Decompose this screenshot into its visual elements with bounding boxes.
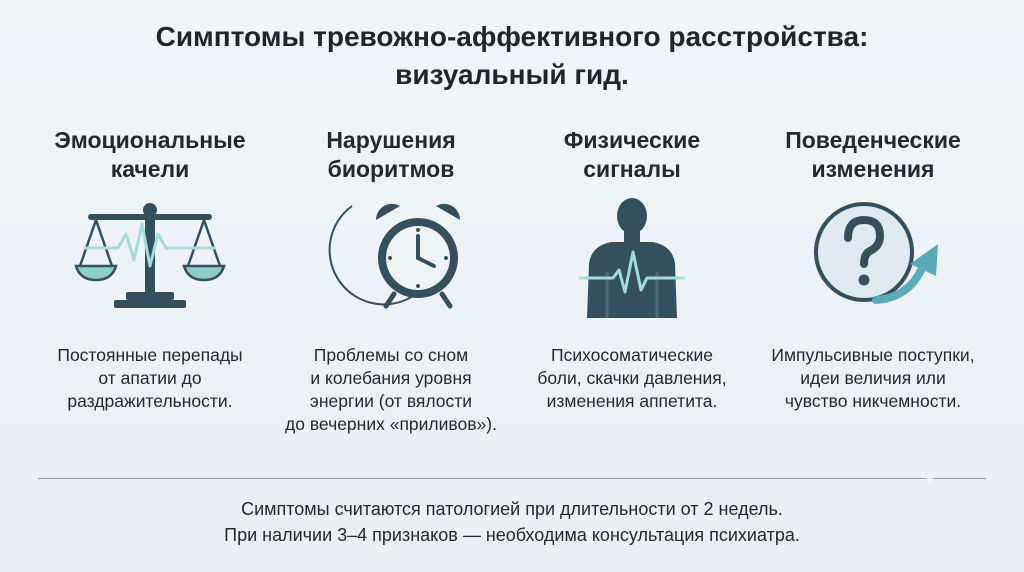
footer-note: Симптомы считаются патологией при длител…: [0, 496, 1024, 548]
symptom-card-behavioral: Поведенческие изменения Импульсивные пос…: [753, 126, 993, 411]
divider: [38, 478, 986, 479]
footer-line-1: Симптомы считаются патологией при длител…: [241, 499, 783, 519]
body-heartbeat-icon: [512, 194, 752, 334]
question-arrow-icon: [753, 194, 993, 334]
card-description: Импульсивные поступки, идеи величия или …: [771, 345, 975, 411]
balance-scale-pulse-icon: [30, 194, 270, 334]
card-title: Нарушения биоритмов: [326, 127, 456, 182]
card-title: Эмоциональные качели: [54, 127, 246, 182]
footer-line-2: При наличии 3–4 признаков — необходима к…: [224, 525, 800, 545]
title-line-1: Симптомы тревожно-аффективного расстройс…: [155, 21, 869, 52]
card-description: Постоянные перепады от апатии до раздраж…: [57, 345, 243, 411]
symptom-card-physical: Физические сигналы Психосоматические бол…: [512, 126, 752, 411]
card-title: Физические сигналы: [563, 127, 701, 182]
card-description: Проблемы со сном и колебания уровня энер…: [285, 345, 497, 434]
card-title: Поведенческие изменения: [785, 127, 961, 182]
page-title: Симптомы тревожно-аффективного расстройс…: [0, 18, 1024, 94]
symptom-card-emotional: Эмоциональные качели Постоянные перепады: [30, 126, 270, 411]
moon-alarm-clock-icon: [271, 194, 511, 334]
title-line-2: визуальный гид.: [395, 59, 629, 90]
card-description: Психосоматические боли, скачки давления,…: [537, 345, 727, 411]
symptom-card-biorhythm: Нарушения биоритмов Проблемы со сном и к…: [271, 126, 511, 434]
sparkle-icon: ✦: [922, 468, 938, 488]
